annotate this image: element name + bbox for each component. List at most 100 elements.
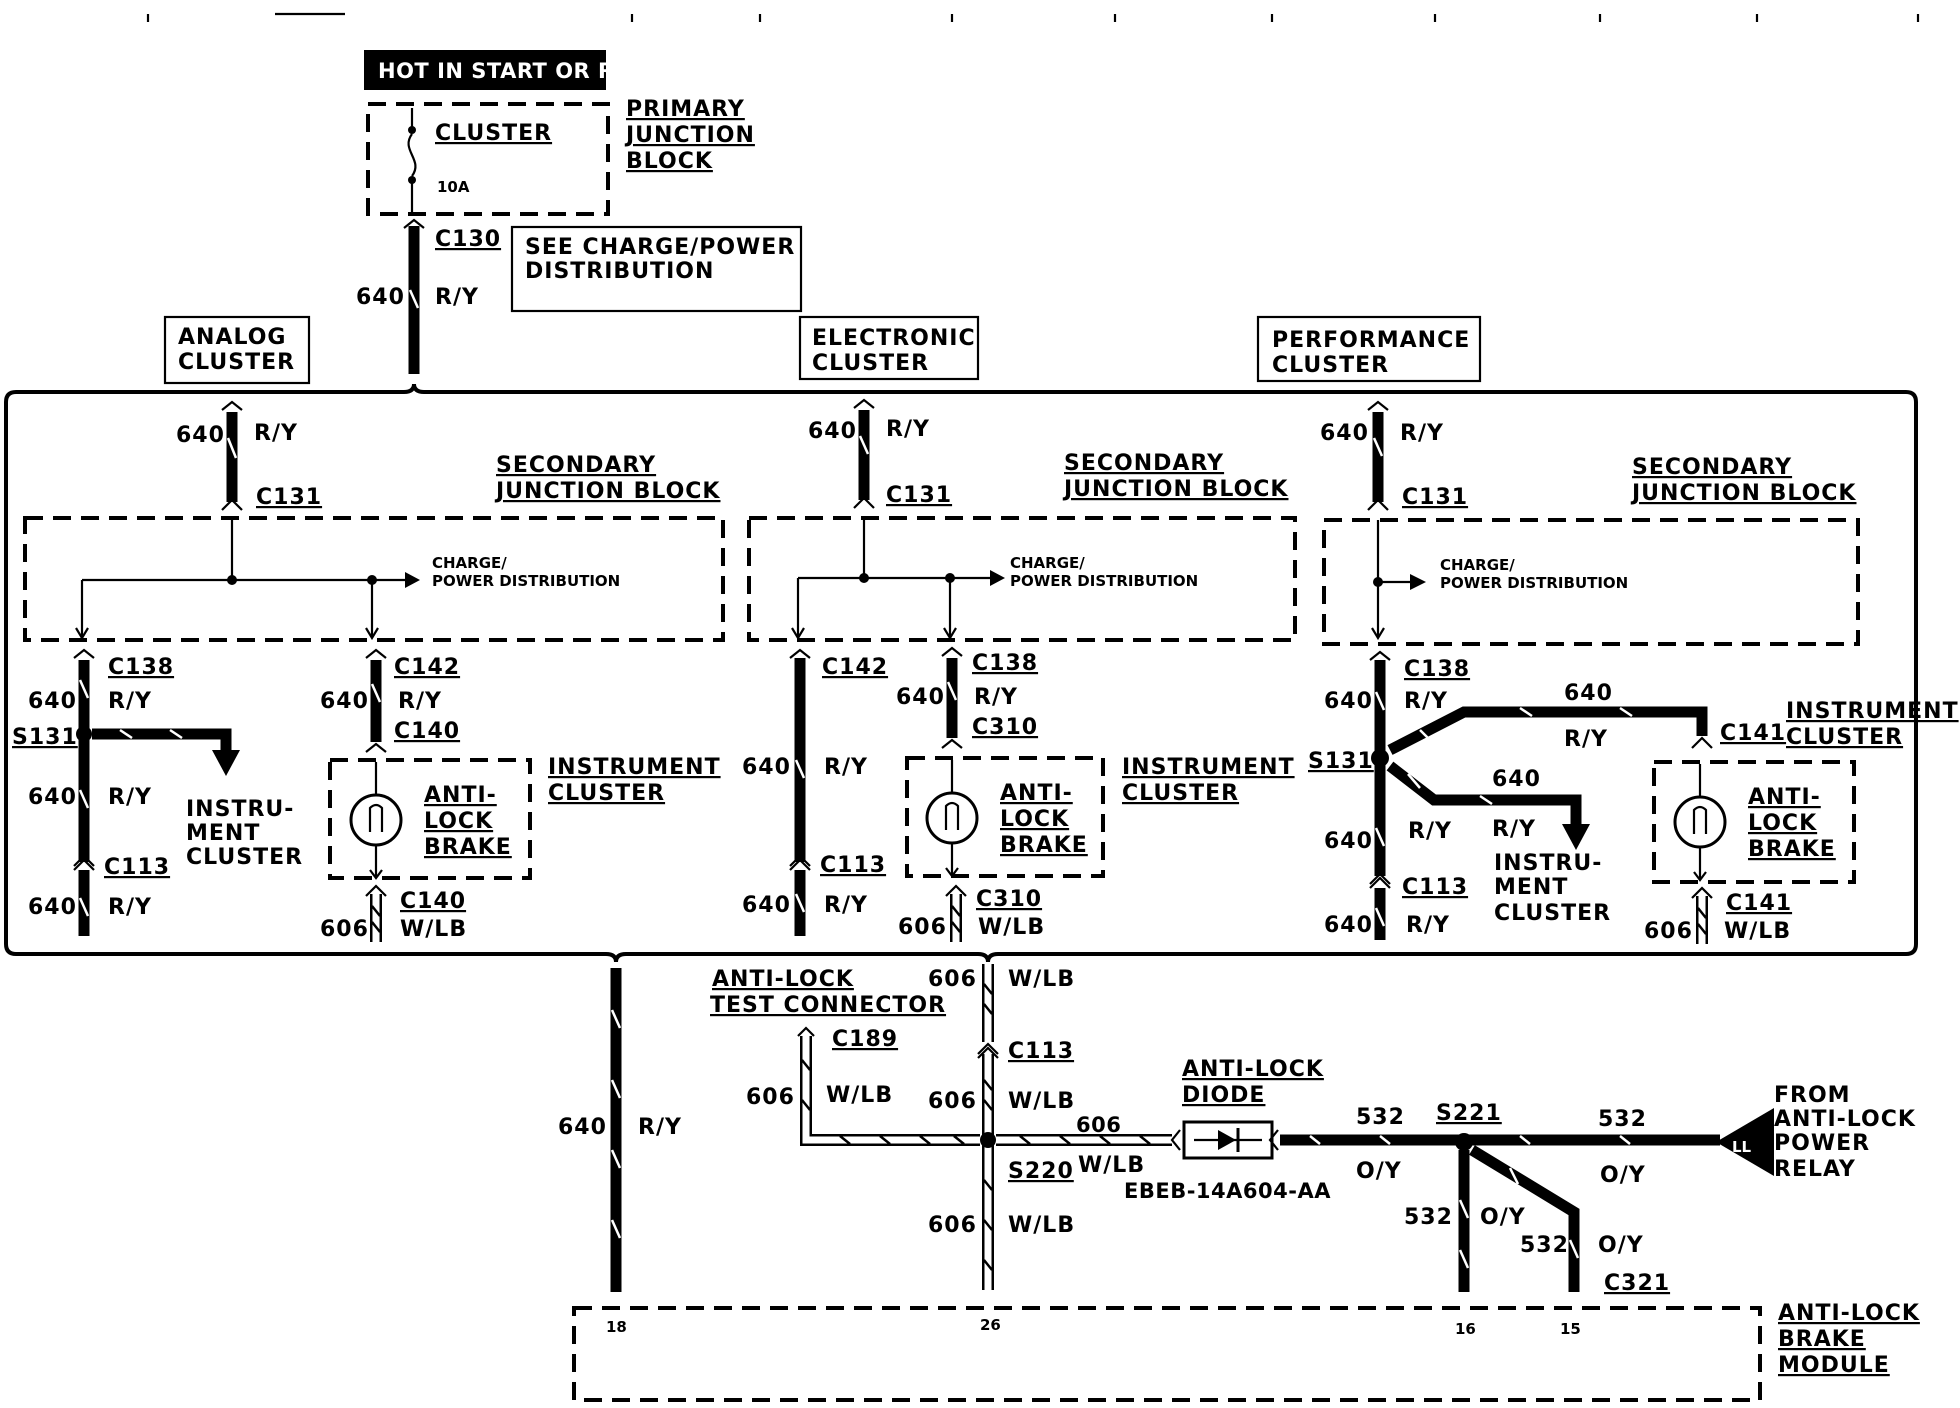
an-color-ry-top: R/Y [254,421,298,446]
an-circuit-640-a: 640 [28,689,77,714]
pf-circuit-640-b: 640 [1324,829,1373,854]
pf-color-ry-e: R/Y [1492,817,1536,842]
el-lamp-icon [925,760,979,878]
an-lamp-label-2: LOCK [424,809,493,834]
an-sjb-label-2: JUNCTION BLOCK [494,479,720,504]
upper-bus [4,383,1918,403]
lw-connector-c113: C113 [1008,1039,1074,1064]
lw-module-label-1: ANTI-LOCK [1778,1301,1920,1326]
see-note-2: DISTRIBUTION [525,259,714,284]
an-color-wlb: W/LB [400,917,467,942]
an-charge-power-2: POWER DISTRIBUTION [432,572,620,590]
circuit-640-feed: 640 [356,285,405,310]
lw-circuit-606-d: 606 [746,1085,795,1110]
an-lamp-label-1: ANTI- [424,783,497,808]
pf-circuit-640-e: 640 [1492,767,1541,792]
an-charge-power-1: CHARGE/ [432,554,507,572]
pf-color-ry-c: R/Y [1406,913,1450,938]
analog-section: 640 R/Y C131 SECONDARY JUNCTION BLOCK CH… [12,400,725,942]
lw-module-label-2: BRAKE [1778,1327,1866,1352]
pf-sjb-label-1: SECONDARY [1632,455,1792,480]
lw-color-wlb-b: W/LB [1008,1089,1075,1114]
an-secondary-junction-block [23,516,725,642]
pf-color-ry-d: R/Y [1564,727,1608,752]
pf-connector-c138: C138 [1404,657,1470,682]
pf-instru-3: CLUSTER [1494,901,1611,926]
el-circuit-640-c: 640 [896,685,945,710]
module-pin-18: 18 [606,1318,627,1336]
an-circuit-640-b: 640 [28,785,77,810]
lw-color-oy-c: O/Y [1480,1205,1526,1230]
analog-cluster-box [163,315,311,385]
fuse-name: CLUSTER [435,121,552,146]
an-ic-label-1: INSTRUMENT [548,755,721,780]
el-circuit-606: 606 [898,915,947,940]
pf-connector-c131: C131 [1402,485,1468,510]
analog-label-1: ANALOG [178,325,286,350]
lw-circuit-606-a: 606 [928,967,977,992]
pf-charge-power-1: CHARGE/ [1440,556,1515,574]
lw-relay-4: RELAY [1774,1157,1856,1182]
an-connector-c131: C131 [256,485,322,510]
an-color-ry-a: R/Y [108,689,152,714]
an-lamp-icon [349,762,403,880]
el-connector-c131: C131 [886,483,952,508]
pf-sjb-label-2: JUNCTION BLOCK [1630,481,1856,506]
an-instru-3: CLUSTER [186,845,303,870]
an-color-ry-d: R/Y [398,689,442,714]
lw-circuit-532-b: 532 [1598,1107,1647,1132]
lw-splice-s220: S220 [1008,1159,1074,1184]
lw-test-connector-1: ANTI-LOCK [712,967,854,992]
an-connector-c140-a: C140 [394,719,460,744]
el-charge-power-1: CHARGE/ [1010,554,1085,572]
connector-c130: C130 [435,227,501,252]
lw-test-connector-2: TEST CONNECTOR [710,993,946,1018]
pf-instru-2: MENT [1494,875,1568,900]
el-ic-label-1: INSTRUMENT [1122,755,1295,780]
pf-color-ry-b: R/Y [1408,819,1452,844]
el-ic-label-2: CLUSTER [1122,781,1239,806]
lw-module-label-3: MODULE [1778,1353,1890,1378]
performance-section: 640 R/Y C131 SECONDARY JUNCTION BLOCK CH… [1308,400,1958,944]
relay-icon [1716,1108,1774,1176]
lw-relay-2: ANTI-LOCK [1774,1107,1916,1132]
an-color-ry-c: R/Y [108,895,152,920]
pf-anti-lock-lamp-box [1652,760,1856,884]
pf-circuit-640-c: 640 [1324,913,1373,938]
pf-lamp-label-1: ANTI- [1748,785,1821,810]
pf-color-ry-top: R/Y [1400,421,1444,446]
el-anti-lock-lamp-box [905,756,1105,878]
lw-circuit-532-c: 532 [1404,1205,1453,1230]
el-secondary-junction-block [747,516,1297,642]
pf-instru-1: INSTRU- [1494,851,1602,876]
lw-circuit-532-d: 532 [1520,1233,1569,1258]
pf-connector-c113: C113 [1402,875,1468,900]
pf-charge-power-2: POWER DISTRIBUTION [1440,574,1628,592]
an-color-ry-b: R/Y [108,785,152,810]
lw-diode-part: EBEB-14A604-AA [1124,1179,1331,1203]
electronic-cluster-box [798,315,980,381]
hot-label: HOT IN START OR RUN [378,59,650,83]
anti-lock-brake-module [572,1306,1762,1402]
el-charge-power-2: POWER DISTRIBUTION [1010,572,1198,590]
lw-color-wlb-e: W/LB [1078,1153,1145,1178]
an-circuit-640-c: 640 [28,895,77,920]
pf-lamp-label-3: BRAKE [1748,837,1836,862]
el-color-ry-b: R/Y [824,893,868,918]
lw-relay-1: FROM [1774,1083,1851,1108]
an-circuit-640-top: 640 [176,423,225,448]
hot-label-box [364,50,606,90]
el-color-ry-c: R/Y [974,685,1018,710]
module-pin-15: 15 [1560,1320,1581,1338]
electronic-label-2: CLUSTER [812,351,929,376]
pf-circuit-640-top: 640 [1320,421,1369,446]
el-sjb-label-1: SECONDARY [1064,451,1224,476]
an-instru-1: INSTRU- [186,797,294,822]
lw-relay-3: POWER [1774,1131,1870,1156]
lw-color-wlb-c: W/LB [1008,1213,1075,1238]
performance-label-1: PERFORMANCE [1272,328,1470,353]
lw-color-ry: R/Y [638,1115,682,1140]
performance-cluster-box [1256,315,1482,383]
lw-connector-c321: C321 [1604,1271,1670,1296]
an-anti-lock-lamp-box [328,758,532,880]
